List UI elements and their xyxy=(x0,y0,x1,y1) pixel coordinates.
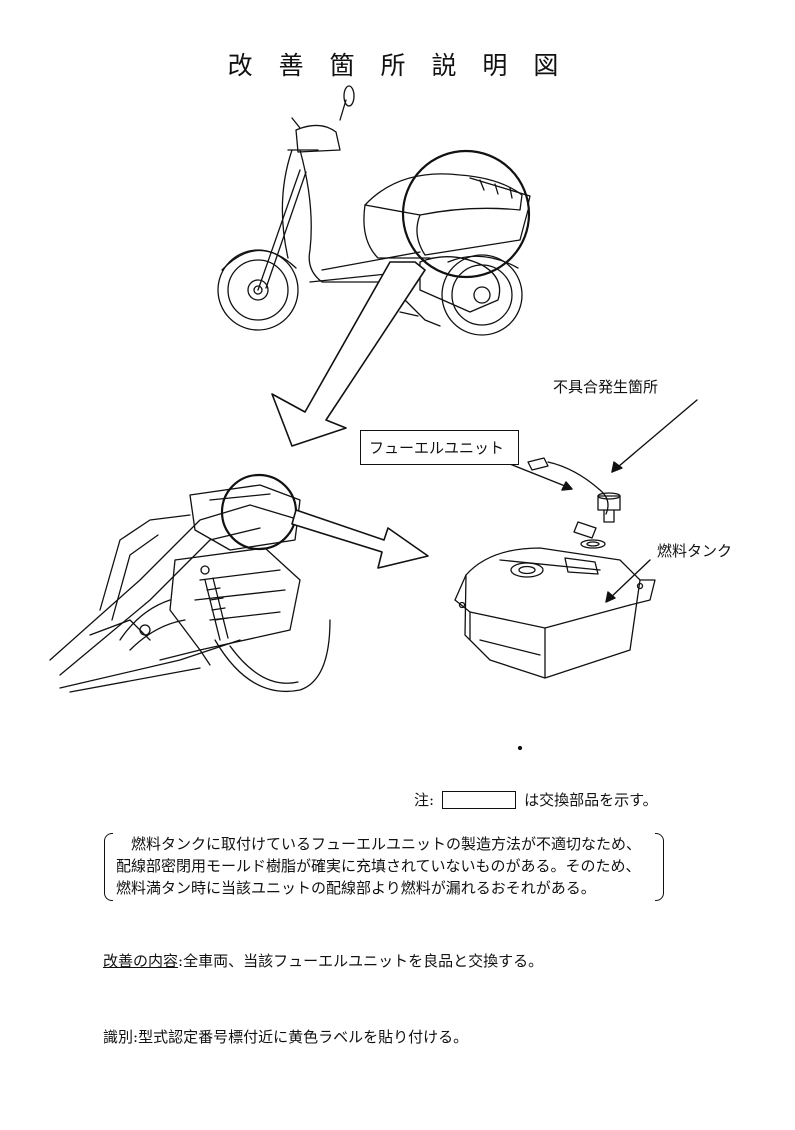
improvement-text: :全車両、当該フューエルユニットを良品と交換する。 xyxy=(178,952,544,970)
description-line-1: 燃料タンクに取付けているフューエルユニットの製造方法が不適切なため、 xyxy=(131,835,642,853)
page-title: 改 善 箇 所 説 明 図 xyxy=(227,51,568,80)
callout-arrows xyxy=(504,399,698,603)
zoom-arrow-down xyxy=(271,261,426,447)
frame-detail-illustration xyxy=(49,473,331,693)
bracket-right xyxy=(655,833,664,901)
identification-label: 識別 xyxy=(103,1028,134,1046)
identification-text: :型式認定番号標付近に黄色ラベルを貼り付ける。 xyxy=(133,1028,469,1046)
improvement-label: 改善の内容 xyxy=(103,952,179,970)
description-line-3: 燃料満タン時に当該ユニットの配線部より燃料が漏れるおそれがある。 xyxy=(116,879,596,897)
bracket-left xyxy=(104,833,113,901)
fuel-tank-illustration xyxy=(454,547,656,679)
note-legend-box xyxy=(442,790,517,809)
speck xyxy=(517,745,523,751)
improvement-line: 改善の内容:全車両、当該フューエルユニットを良品と交換する。 xyxy=(103,950,543,971)
description-line-2: 配線部密閉用モールド樹脂が確実に充填されていないものがある。そのため、 xyxy=(116,857,641,875)
zoom-arrow-right xyxy=(291,509,429,569)
replacement-note: 注: は交換部品を示す。 xyxy=(414,789,658,810)
defect-description: 燃料タンクに取付けているフューエルユニットの製造方法が不適切なため、 配線部密閉… xyxy=(104,833,664,901)
fuel-tank-label: 燃料タンク xyxy=(657,542,733,560)
identification-line: 識別:型式認定番号標付近に黄色ラベルを貼り付ける。 xyxy=(103,1026,468,1047)
fuel-unit-label: フューエルユニット xyxy=(360,430,520,465)
fuel-unit-illustration xyxy=(527,457,621,549)
note-prefix: 注: xyxy=(414,791,435,809)
defect-location-label: 不具合発生箇所 xyxy=(553,378,659,396)
note-suffix: は交換部品を示す。 xyxy=(524,791,658,809)
